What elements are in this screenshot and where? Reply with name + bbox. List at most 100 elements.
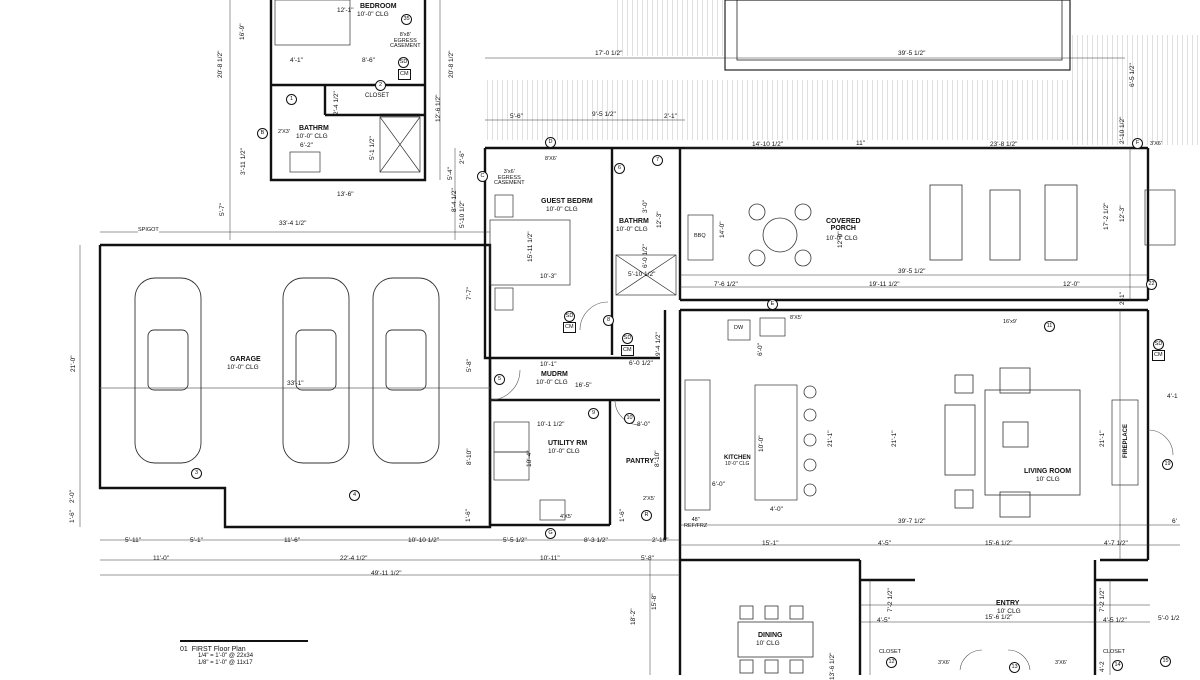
tag-8: 8 — [603, 315, 614, 326]
dimension: 6'-5 1/2" — [1129, 63, 1136, 87]
tag-7: 7 — [652, 155, 663, 166]
tag-6: 6 — [614, 163, 625, 174]
dimension: 11'-0" — [153, 555, 170, 562]
tag-11: 11 — [1044, 321, 1055, 332]
ref-frz-label: 48" REF/FRZ — [684, 517, 708, 529]
window-2x5-label: 2'X5' — [643, 496, 655, 502]
room-bedroom-clg: 10'-0" CLG — [357, 11, 389, 18]
dimension: 19'-11 1/2" — [869, 281, 900, 288]
dimension: 8'-0" — [637, 421, 650, 428]
dimension: 11'-6" — [284, 537, 301, 544]
dimension: 15'-6 1/2" — [985, 614, 1013, 621]
dimension: 17'-0 1/2" — [595, 50, 623, 57]
dimension: 33'-1" — [287, 380, 304, 387]
window-3x6-e2-label: 3'X6' — [1055, 660, 1067, 666]
dimension: 5'-11" — [125, 537, 142, 544]
room-garage-clg: 10'-0" CLG — [227, 364, 259, 371]
tag-3: 3 — [191, 468, 202, 479]
dimension: 8'-10" — [466, 448, 473, 465]
room-living-clg: 10' CLG — [1036, 476, 1060, 483]
dimension: 1'-6" — [619, 509, 626, 522]
window-4x5-label: 4'X5' — [560, 514, 572, 520]
dimension: 5'-6" — [510, 113, 523, 120]
dimension: 15'-1" — [762, 540, 779, 547]
tag-22: 22 — [1146, 279, 1157, 290]
tag-5: 5 — [494, 374, 505, 385]
dimension: 39'-5 1/2" — [898, 50, 926, 57]
roof-deck-hatch — [485, 0, 1200, 145]
dimension: 16'-9" — [239, 23, 246, 40]
dimension: 13'-6" — [337, 191, 354, 198]
tag-e: E — [767, 299, 778, 310]
dimension: 21'-0" — [70, 355, 77, 372]
egress-upper-note: 8'x8' EGRESS CASEMENT — [390, 32, 421, 49]
dimension: 5'-10 1/2" — [459, 200, 466, 228]
dimension: 12'-1" — [337, 7, 354, 14]
closet-right-label: CLOSET — [1103, 649, 1126, 655]
dimension: 18'-2" — [630, 608, 637, 625]
dimension: 8'-3 1/2" — [584, 537, 608, 544]
dimension: 10'-11" — [540, 555, 560, 562]
dimension: 5'-1" — [190, 537, 203, 544]
dimension-lines — [79, 0, 1180, 675]
dimension: 4'-5 1/2" — [1103, 617, 1127, 624]
dimension: 8'-6" — [362, 57, 375, 64]
dishwasher-label: DW — [734, 325, 744, 331]
door-swings — [489, 301, 1174, 671]
dimension: 1'-6" — [465, 509, 472, 522]
dimension: 8'-10" — [654, 450, 661, 467]
dimension: 7'-2 1/2" — [1099, 588, 1106, 612]
dimension: 49'-11 1/2" — [371, 570, 402, 577]
dimension: 20'-8 1/2" — [217, 50, 224, 78]
dimension: 2'-0" — [69, 490, 76, 503]
dimension: 10'-4" — [526, 450, 533, 467]
closet-left-label: CLOSET — [879, 649, 902, 655]
dimension: 39'-7 1/2" — [898, 518, 926, 525]
dimension: 17'-2 1/2" — [1103, 202, 1110, 230]
dimension: 10'-10 1/2" — [408, 537, 440, 544]
dimension: 5'-4" — [447, 167, 454, 180]
room-bathrm-guest-clg: 10'-0" CLG — [616, 226, 648, 233]
dimension: 2'-1" — [664, 113, 677, 120]
garage-cars — [134, 277, 440, 464]
dimension: 5'-8" — [466, 359, 473, 372]
drawing-title-block: 01 FIRST Floor Plan 1/4" = 1'-0" @ 22x34… — [180, 640, 308, 667]
window-8x6-label: 8'X6' — [545, 156, 557, 162]
tag-r: R — [641, 510, 652, 521]
room-guest-name: GUEST BEDRM — [541, 198, 593, 205]
room-bathrm-upper-clg: 10'-0" CLG — [296, 133, 328, 140]
room-guest-clg: 10'-0" CLG — [546, 206, 578, 213]
room-bedroom-name: BEDROOM — [360, 3, 397, 10]
dimension: 9'-4 1/2" — [655, 332, 662, 356]
smoke-detector-marker: SD — [622, 333, 633, 344]
smoke-detector-marker: SD — [564, 311, 575, 322]
tag-14: 14 — [1112, 660, 1123, 671]
dimension: 16'-5" — [575, 382, 592, 389]
tag-c: C — [477, 171, 488, 182]
scale-note-2: 1/8" = 1'-0" @ 11x17 — [198, 660, 253, 667]
dimension: 7'-6 1/2" — [714, 281, 738, 288]
dimension: 21'-1" — [827, 430, 834, 447]
dimension: 11" — [856, 140, 866, 147]
bbq-label: BBQ — [694, 233, 706, 239]
dimension: 3'-11 1/2" — [240, 148, 247, 175]
dimension: 21'-1" — [1099, 430, 1106, 447]
tag-g: G — [545, 528, 556, 539]
drawing-number: 01 — [180, 646, 188, 653]
scale-note-1: 1/4" = 1'-0" @ 22x34 — [198, 653, 254, 659]
tag-19: 19 — [1162, 459, 1173, 470]
dimension: 5'-7" — [219, 203, 226, 216]
room-bathrm-guest-name: BATHRM — [619, 218, 649, 225]
room-entry-name: ENTRY — [996, 600, 1020, 607]
dimension: 1'-6" — [69, 510, 76, 523]
dimension: 7'-2 1/2" — [887, 588, 894, 612]
tag-b: B — [257, 128, 268, 139]
tag-f: F — [1132, 138, 1143, 149]
tag-35: 35 — [401, 14, 412, 25]
dimension: 12'-6 1/2" — [435, 94, 442, 122]
dimension: 9'-5 1/2" — [592, 111, 616, 118]
dimension: 13'-6 1/2" — [829, 652, 836, 680]
dimension: 4'-5" — [877, 617, 890, 624]
room-bathrm-upper-name: BATHRM — [299, 125, 329, 132]
